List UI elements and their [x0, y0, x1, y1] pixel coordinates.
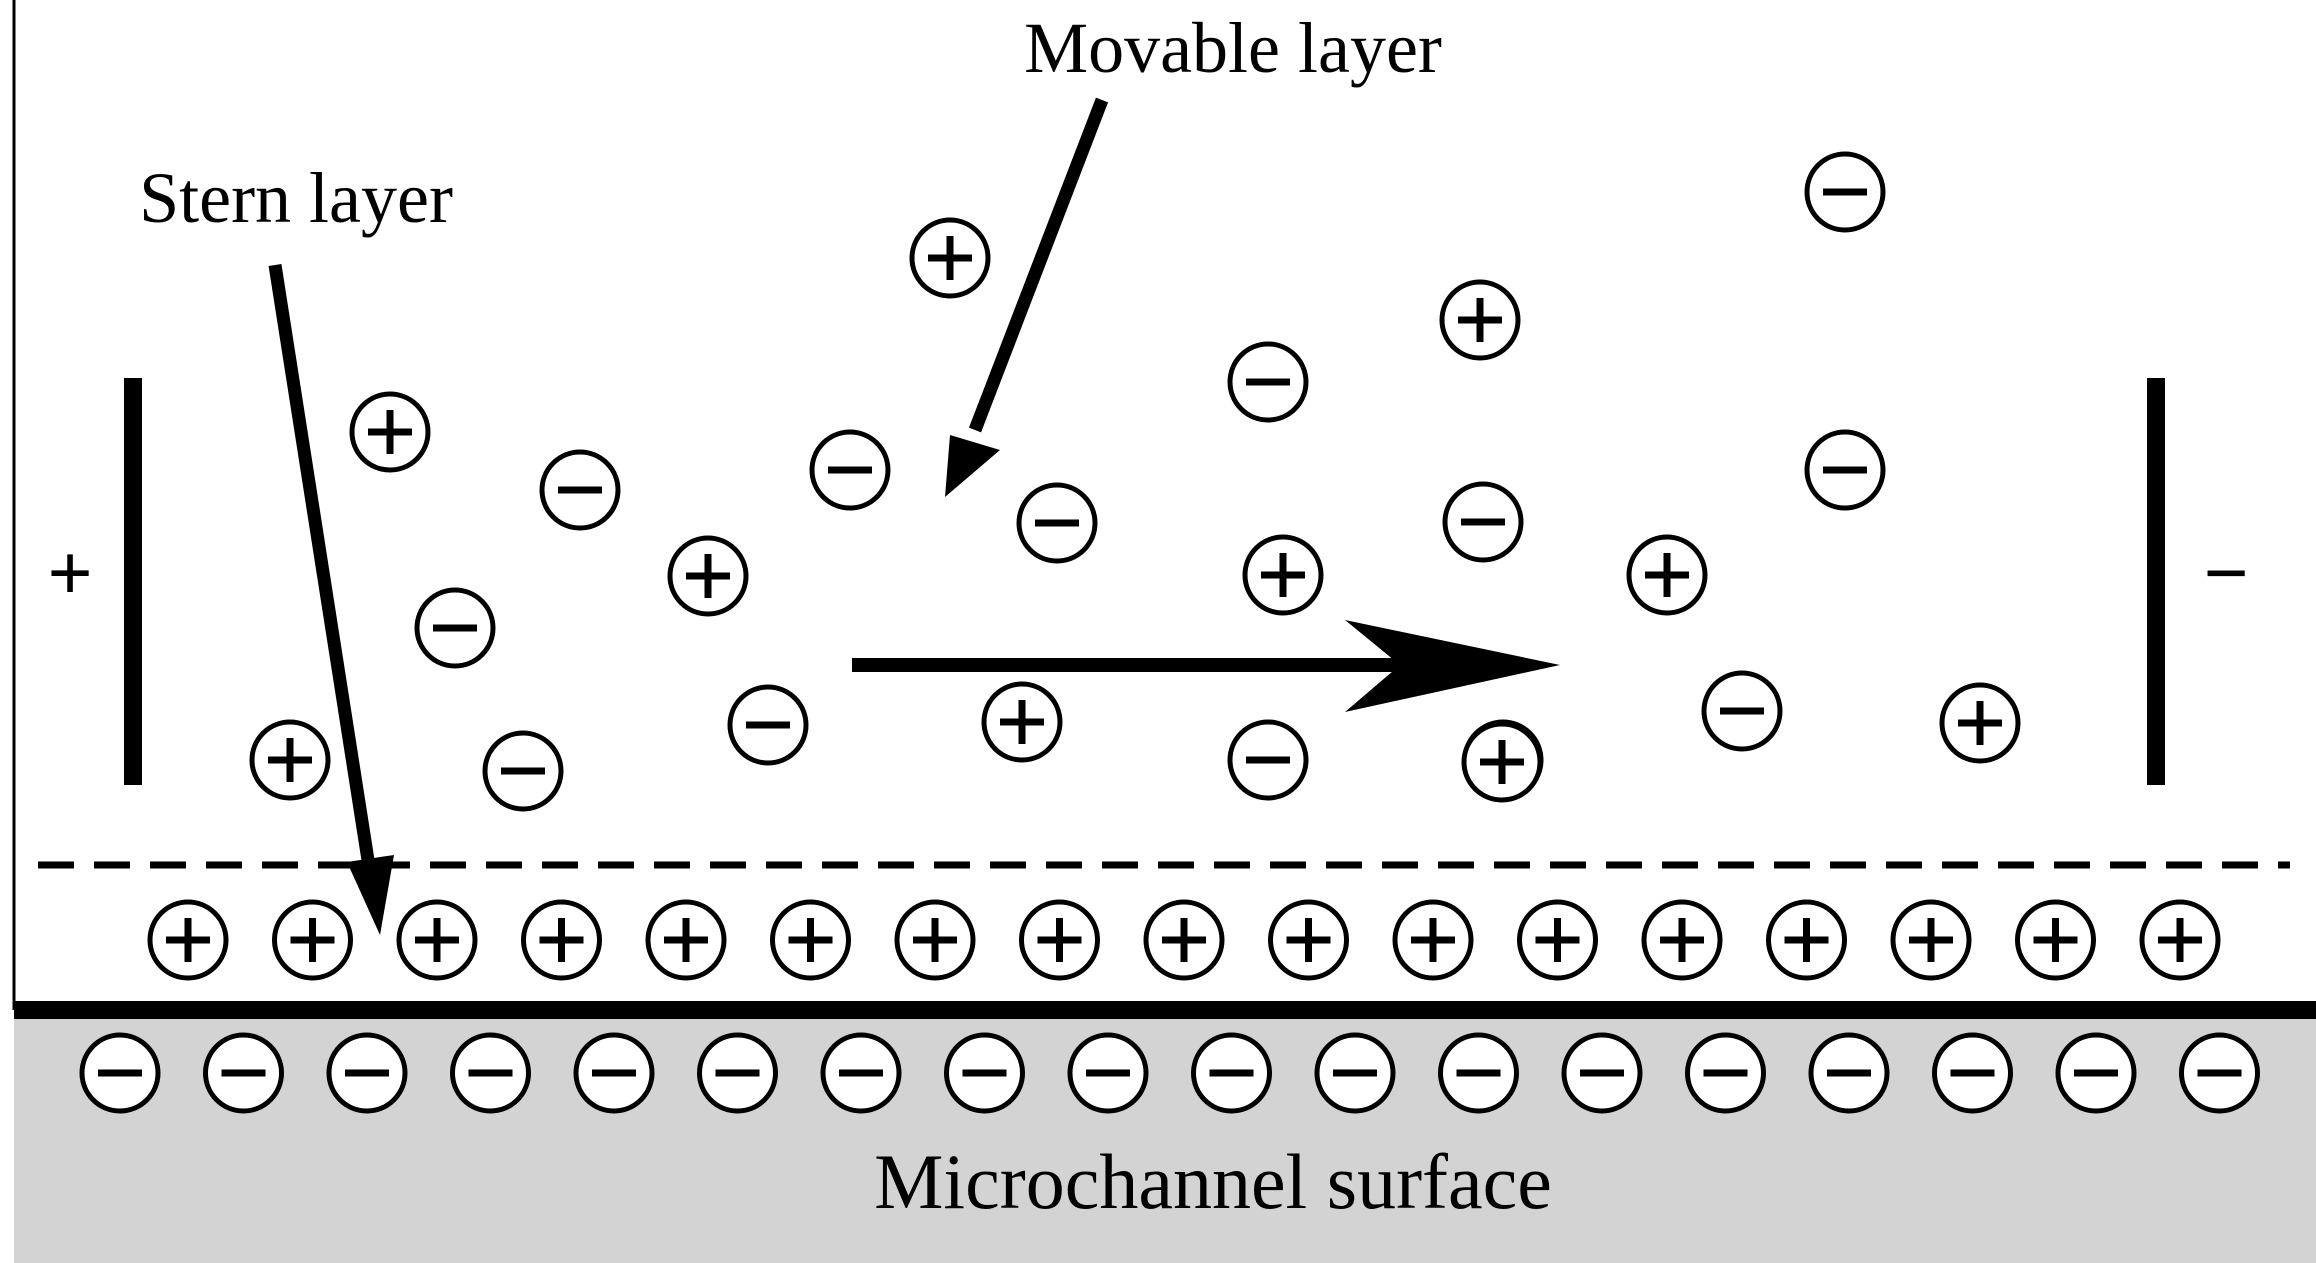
stern-cation-11 — [1517, 899, 1598, 981]
surface-anion-8 — [1067, 1032, 1149, 1114]
surface-anion-13 — [1685, 1032, 1766, 1114]
cation-bulk-14 — [1439, 279, 1521, 361]
surface-anion-4 — [573, 1032, 655, 1114]
stern-cation-8 — [1143, 899, 1225, 981]
stern-cation-3 — [521, 899, 602, 981]
surface-anion-9 — [1191, 1032, 1272, 1114]
anion-bulk-8 — [727, 684, 809, 766]
anion-bulk-19 — [1804, 429, 1886, 511]
surface-anion-3 — [450, 1032, 531, 1114]
anion-bulk-1 — [539, 449, 621, 531]
stern-cation-1 — [272, 899, 353, 981]
stern-layer-pointer-arrow — [268, 263, 394, 935]
surface-anion-0 — [79, 1032, 161, 1114]
anion-bulk-9 — [1016, 482, 1098, 564]
surface-anion-7 — [944, 1032, 1025, 1114]
cation-bulk-10 — [981, 681, 1063, 763]
stern-cation-12 — [1641, 899, 1723, 981]
surface-anion-15 — [1932, 1032, 2013, 1114]
cation-bulk-0 — [349, 391, 431, 473]
anion-bulk-4 — [482, 730, 564, 812]
cation-bulk-6 — [909, 217, 991, 299]
stern-layer-label: Stern layer — [139, 158, 453, 238]
stern-cation-9 — [1268, 899, 1349, 981]
stern-cation-2 — [396, 899, 478, 981]
movable-layer-pointer-arrow — [945, 97, 1109, 497]
stern-cation-0 — [147, 899, 229, 981]
cation-bulk-13 — [1242, 534, 1324, 616]
stern-cation-6 — [894, 899, 976, 981]
surface-anion-10 — [1314, 1032, 1396, 1114]
anion-bulk-17 — [1701, 670, 1783, 752]
anion-bulk-2 — [414, 587, 496, 669]
stern-cation-7 — [1019, 899, 1100, 981]
cation-bulk-22 — [1461, 721, 1543, 803]
surface-anion-11 — [1438, 1032, 1519, 1114]
surface-anion-2 — [326, 1032, 408, 1114]
anion-bulk-21 — [1804, 151, 1886, 233]
stern-cation-14 — [1890, 899, 1972, 981]
surface-anion-17 — [2179, 1032, 2260, 1114]
surface-anion-14 — [1808, 1032, 1890, 1114]
surface-anion-6 — [820, 1032, 902, 1114]
anode-sign: + — [47, 530, 93, 618]
movable-layer-label: Movable layer — [1024, 8, 1442, 88]
cation-bulk-5 — [667, 535, 749, 617]
stern-cation-4 — [645, 899, 727, 981]
stern-cation-5 — [770, 899, 851, 981]
anion-bulk-7 — [809, 429, 891, 511]
stern-cation-13 — [1766, 899, 1847, 981]
surface-anion-5 — [697, 1032, 778, 1114]
stern-cation-16 — [2139, 899, 2221, 981]
anion-bulk-11 — [1227, 341, 1309, 423]
flow-direction-arrow — [852, 620, 1560, 712]
ion-group — [79, 151, 2260, 1114]
surface-anion-16 — [2055, 1032, 2137, 1114]
surface-anion-1 — [203, 1032, 284, 1114]
stern-cation-10 — [1392, 899, 1474, 981]
surface-anion-12 — [1561, 1032, 1643, 1114]
stern-cation-15 — [2015, 899, 2096, 981]
anion-bulk-15 — [1442, 481, 1524, 563]
anion-bulk-12 — [1227, 719, 1309, 801]
cation-bulk-18 — [1626, 534, 1708, 616]
microchannel-surface-label: Microchannel surface — [874, 1138, 1552, 1225]
cathode-sign: − — [2203, 530, 2249, 618]
cation-bulk-3 — [249, 719, 331, 801]
cation-bulk-20 — [1939, 682, 2021, 764]
